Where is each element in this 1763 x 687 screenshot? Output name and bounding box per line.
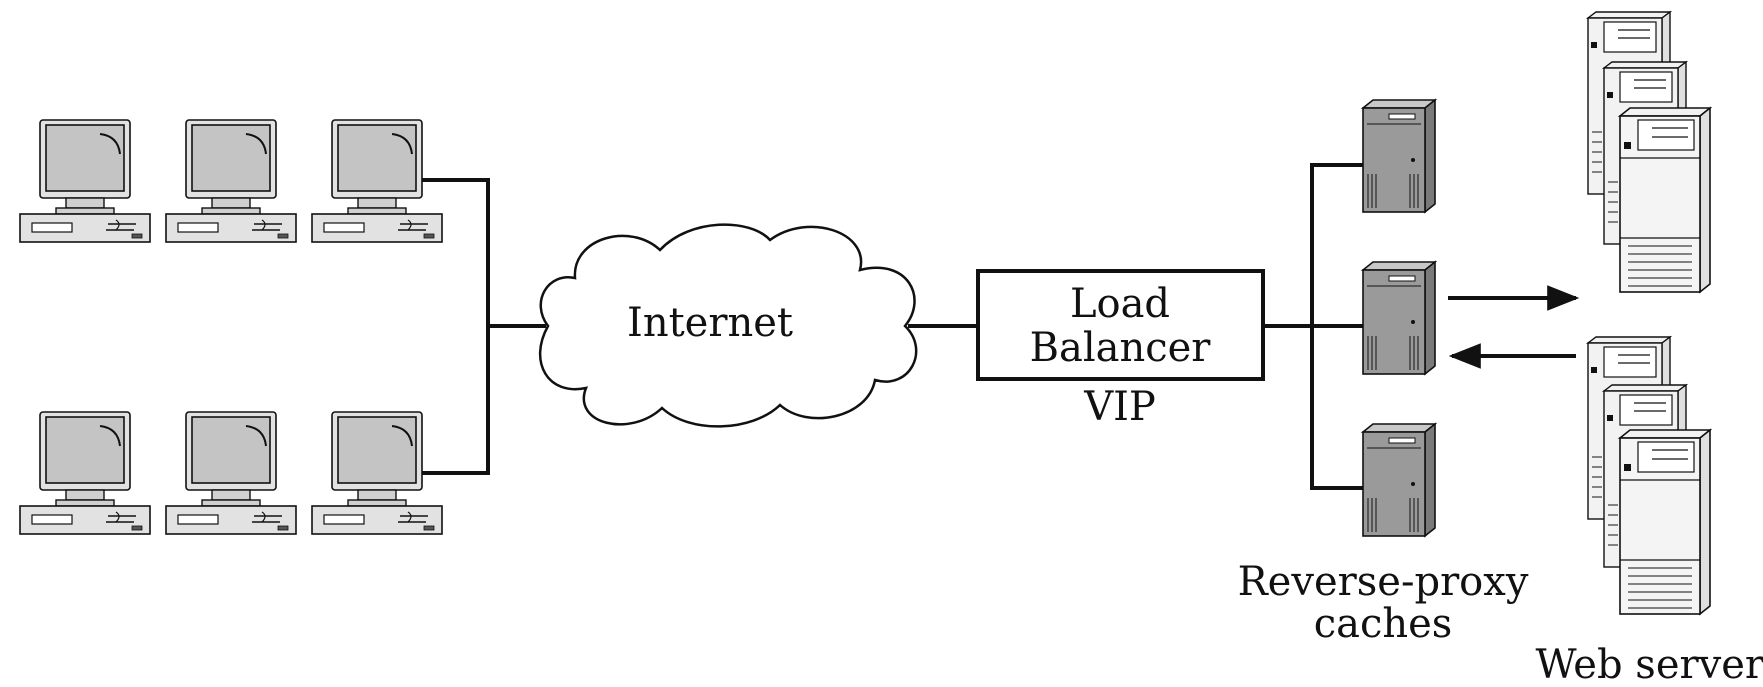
client-computers — [19, 119, 443, 535]
proxy-bus — [1310, 163, 1363, 490]
load-balancer-label-line2: Balancer — [1030, 325, 1212, 371]
tower-server-icon — [1362, 261, 1436, 375]
reverse-proxy-label-line1: Reverse-proxy — [1238, 559, 1529, 605]
desktop-computer-icon — [165, 411, 297, 535]
web-servers-label: Web servers — [1535, 642, 1763, 687]
reverse-proxy-label-line2: caches — [1314, 601, 1453, 647]
desktop-computer-icon — [19, 119, 151, 243]
server-rack-icon — [1619, 107, 1711, 293]
web-server-group-top — [1587, 11, 1711, 293]
load-balancer-label-line1: Load — [1070, 281, 1170, 327]
cloud-icon — [538, 223, 918, 428]
vip-label: VIP — [1083, 384, 1156, 430]
reverse-proxy-caches — [1362, 99, 1436, 537]
tower-server-icon — [1362, 423, 1436, 537]
desktop-computer-icon — [165, 119, 297, 243]
load-balancer-box — [976, 269, 1265, 381]
server-rack-icon — [1619, 429, 1711, 615]
desktop-computer-icon — [19, 411, 151, 535]
internet-label: Internet — [627, 300, 793, 346]
web-server-group-bottom — [1587, 336, 1711, 615]
tower-server-icon — [1362, 99, 1436, 213]
